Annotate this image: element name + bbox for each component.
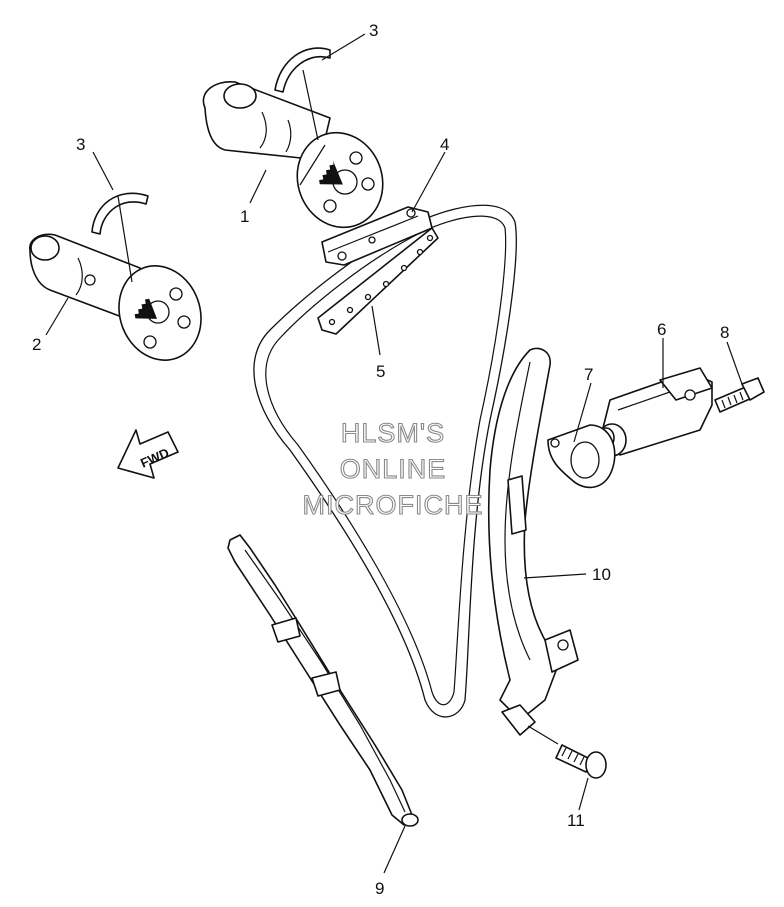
guide-bolt[interactable] bbox=[555, 744, 607, 779]
callout-1: 1 bbox=[240, 207, 249, 226]
camshaft-upper[interactable] bbox=[202, 81, 395, 240]
callout-9: 9 bbox=[375, 879, 384, 898]
cam-chain-tensioner[interactable] bbox=[597, 367, 713, 457]
callout-2: 2 bbox=[32, 335, 41, 354]
watermark-line-3: MICROFICHE bbox=[303, 490, 484, 520]
tensioner-gasket[interactable] bbox=[547, 424, 616, 489]
callout-8: 8 bbox=[720, 323, 729, 342]
callout-10: 10 bbox=[592, 565, 611, 584]
callout-11: 11 bbox=[567, 811, 585, 830]
callout-3-upper: 3 bbox=[369, 21, 378, 40]
leader-lines bbox=[45, 33, 743, 874]
chain-link-segment bbox=[317, 227, 439, 335]
camshaft-lower[interactable] bbox=[29, 233, 214, 371]
watermark-line-1: HLSM'S bbox=[341, 418, 445, 448]
callout-5: 5 bbox=[376, 362, 385, 381]
tensioner-bolt[interactable] bbox=[714, 377, 765, 413]
chain-guide-upper[interactable] bbox=[321, 206, 433, 266]
callout-numbers: 1 2 3 3 4 5 6 7 8 9 10 11 bbox=[32, 21, 729, 898]
callout-7: 7 bbox=[584, 365, 593, 384]
watermark: HLSM'S ONLINE MICROFICHE bbox=[302, 417, 484, 520]
watermark-line-2: ONLINE bbox=[340, 454, 447, 484]
chain-guide-lower[interactable] bbox=[227, 534, 419, 827]
cam-chain[interactable] bbox=[253, 204, 517, 718]
forward-direction-arrow: FWD bbox=[117, 429, 179, 479]
chain-tensioner-guide[interactable] bbox=[487, 347, 579, 736]
callout-3-left: 3 bbox=[76, 135, 85, 154]
callout-4: 4 bbox=[440, 135, 449, 154]
clip-lower[interactable] bbox=[91, 192, 149, 235]
clip-upper[interactable] bbox=[274, 47, 331, 93]
callout-6: 6 bbox=[657, 320, 666, 339]
